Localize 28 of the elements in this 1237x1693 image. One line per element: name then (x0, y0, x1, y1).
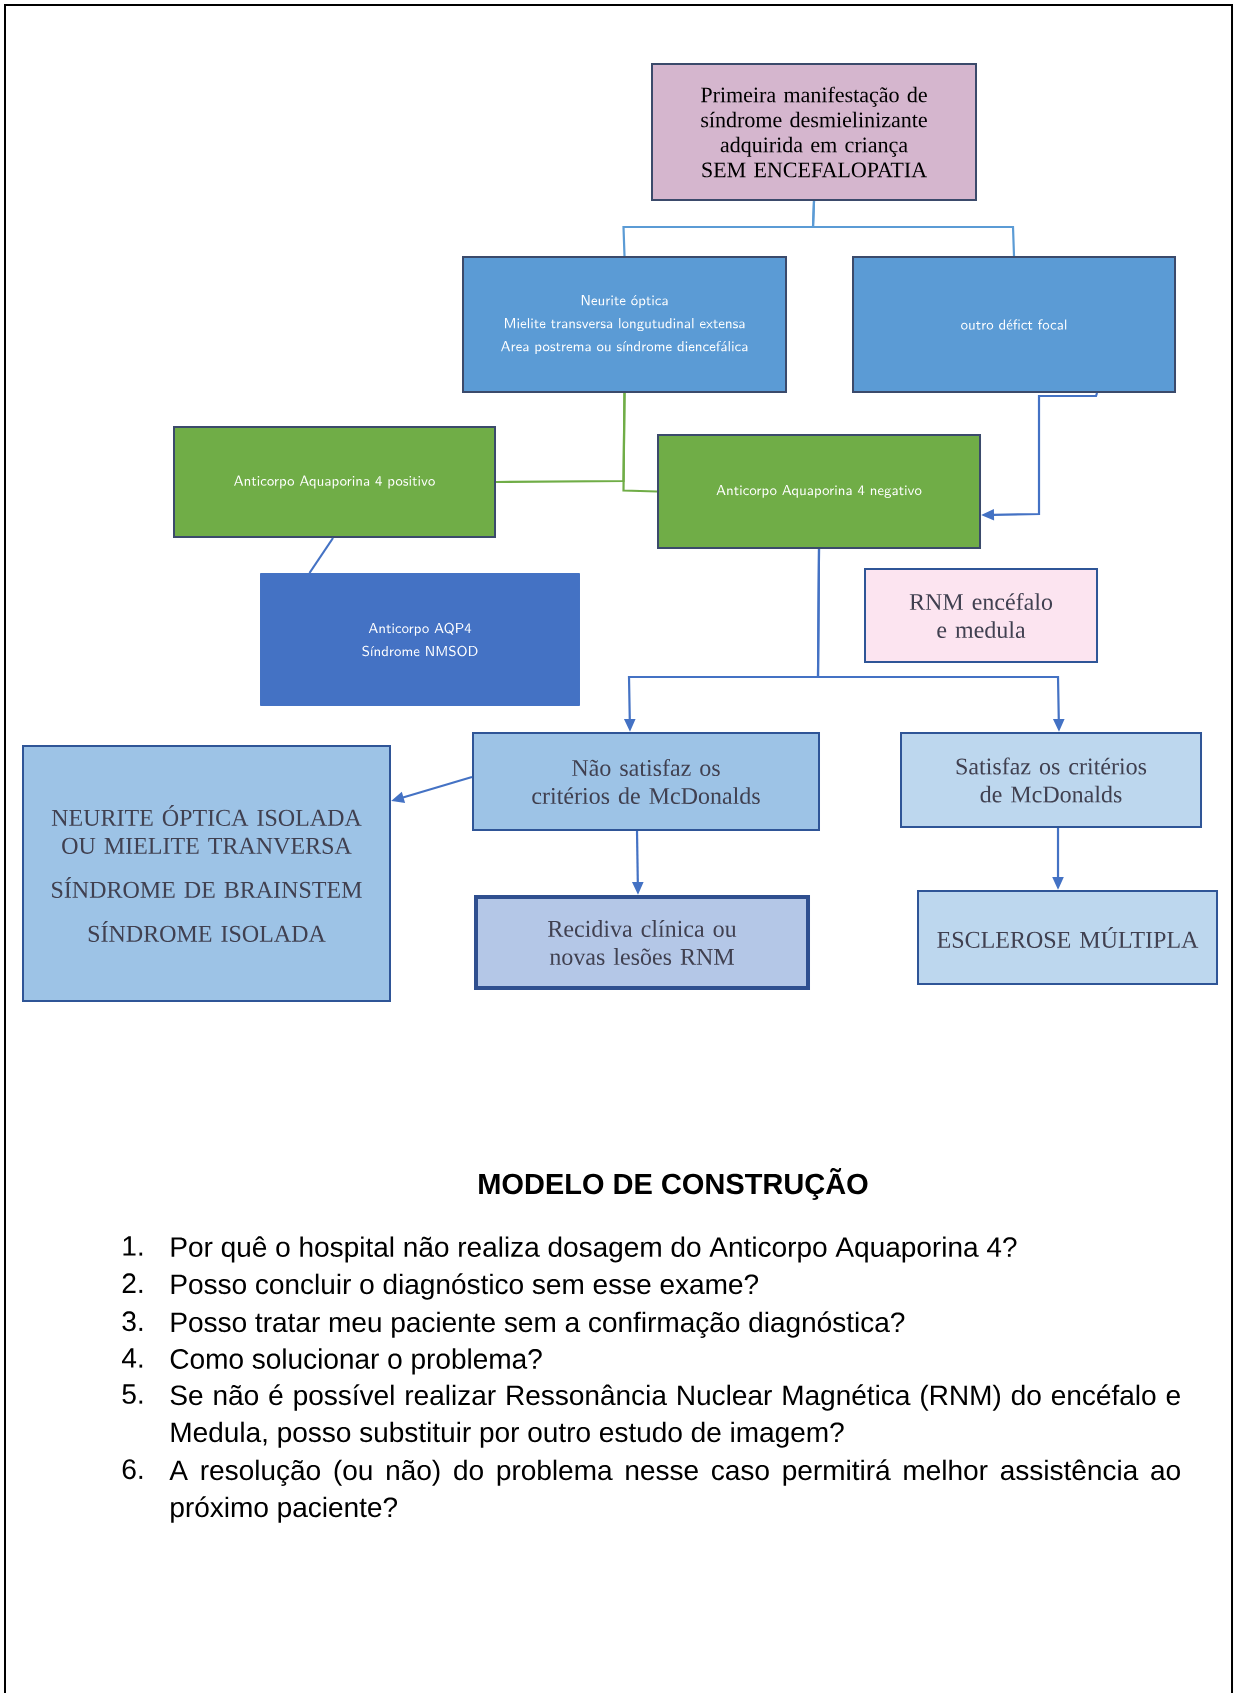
process-box: Neurite óptica Mielite transversa longutudinal extensa Area postrema ou síndrome diencefálica (462, 256, 787, 393)
start-box: Primeira manifestação de síndrome desmielinizante adquirida em criança SEM ENCEFALOPATIA (651, 63, 977, 201)
diagnosis-box: Anticorpo AQP4 Síndrome NMSOD (260, 573, 580, 706)
list-number: 5. (122, 1384, 143, 1404)
list-number: 4. (122, 1348, 143, 1368)
section-heading: MODELO DE CONSTRUÇÃO (479, 1168, 868, 1200)
criteria-box: Não satisfaz os critérios de McDonalds (472, 732, 820, 831)
list-number: 6. (122, 1459, 143, 1480)
list-number: 2. (122, 1273, 143, 1293)
diagnosis-box: NEURITE ÓPTICA ISOLADA OU MIELITE TRANVERSA SÍNDROME DE BRAINSTEM SÍNDROME ISOLADA (22, 745, 391, 1002)
question-text: A resolução (ou não) do problema nesse caso permitirá melhor assistência ao próximo paciente? (169, 1459, 1180, 1523)
diagnosis-box: ESCLEROSE MÚLTIPLA (917, 890, 1218, 985)
connector (622, 393, 658, 493)
list-number: 3. (122, 1311, 143, 1332)
question-text: Posso tratar meu paciente sem a confirmação diagnóstica? (171, 1311, 905, 1338)
outcome-box: Recidiva clínica ou novas lesões RNM (474, 895, 810, 990)
criteria-box: Satisfaz os critérios de McDonalds (900, 732, 1202, 828)
connector (308, 537, 334, 574)
result-box: Anticorpo Aquaporina 4 negativo (657, 434, 981, 549)
list-number: 1. (123, 1236, 143, 1256)
result-box: Anticorpo Aquaporina 4 positivo (173, 426, 496, 538)
note-box: RNM encéfalo e medula (864, 568, 1098, 663)
process-box: outro défict focal (852, 256, 1176, 393)
question-text: Se não é possível realizar Ressonância Nuclear Magnética (RNM) do encéfalo e Medula, posso substituir por outro estudo de imagem? (170, 1384, 1180, 1448)
question-text: Por quê o hospital não realiza dosagem do Anticorpo Aquaporina 4? (171, 1236, 1017, 1263)
question-text: Posso concluir o diagnóstico sem esse exame? (171, 1273, 759, 1300)
question-text: Como solucionar o problema? (170, 1348, 542, 1375)
connector (811, 200, 1016, 257)
